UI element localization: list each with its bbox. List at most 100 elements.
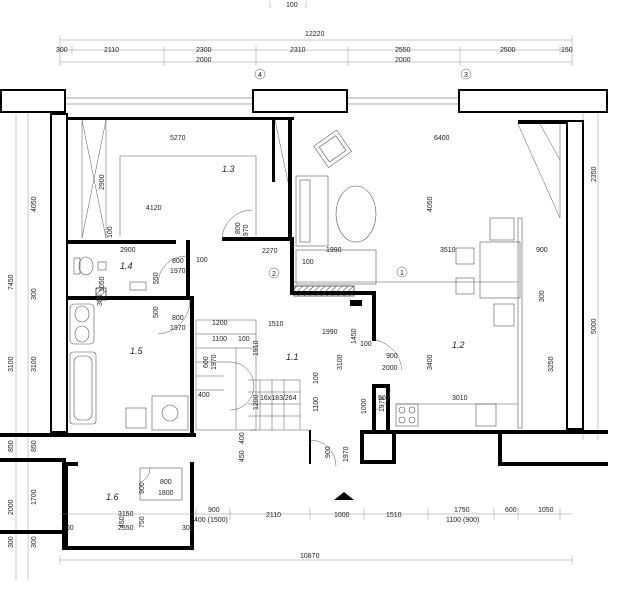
room-1-2-dim-3400: 3400	[427, 354, 434, 370]
dim-left-2000: 2000	[8, 499, 15, 515]
dim-right-3250: 3250	[548, 356, 555, 372]
room-1-2-dim-3510: 3510	[440, 247, 456, 254]
room-1-6-dim-2550: 2550	[118, 525, 134, 532]
room-1-2: 1 1.2 6400 4050 1990 3510 900 300 3400 3…	[294, 123, 561, 429]
dim-top-overall: 12220	[305, 31, 325, 38]
dim-2270: 2270	[262, 248, 278, 255]
dim-left-300c: 300	[31, 536, 38, 548]
dim-bottom-1050: 1050	[538, 507, 554, 514]
room-1-2-dim-100: 100	[360, 341, 372, 348]
room-1-5-dim-1100: 1100	[212, 336, 227, 343]
room-1-3: 1.3 5270 2900 4120 100 800 1970	[81, 119, 289, 241]
room-1-2-dim-1970: 1970	[379, 396, 386, 412]
room-1-4-dim-1050: 1050	[99, 276, 106, 292]
armchair-icon	[313, 129, 352, 168]
room-1-6-dim-900: 900	[139, 482, 146, 494]
room-1-6-dim-300: 300	[62, 525, 74, 532]
room-1-1-dim-3100: 3100	[337, 354, 344, 370]
dim-top-2500: 2500	[500, 47, 516, 54]
dim-left-3100a: 3100	[8, 356, 15, 372]
room-1-1-dim-1100: 1100	[313, 397, 320, 412]
dim-left-300a: 300	[8, 536, 15, 548]
sofa-icon	[295, 175, 329, 247]
dim-right-5000: 5000	[591, 318, 598, 334]
room-1-5-label: 1.5	[130, 346, 144, 356]
dining-table-icon	[479, 241, 521, 299]
room-1-6-label: 1.6	[106, 492, 119, 502]
room-1-5-dim-1970b: 1970	[211, 354, 218, 370]
room-1-1-dim-1510: 1510	[268, 321, 284, 328]
dim-bottom-600: 600	[505, 507, 517, 514]
axis-2-label: 2	[272, 271, 276, 278]
entrance-dim-900: 900	[325, 446, 332, 458]
top-dimensions: 100 12220 300 2110 2300 2310 2550 2500 1…	[56, 1, 573, 80]
room-1-5: 1.5 800 1970 500	[69, 299, 191, 431]
dim-top-300: 300	[56, 47, 68, 54]
dim-left-300b: 300	[31, 288, 38, 300]
dim-left-7450: 7450	[8, 274, 15, 290]
room-1-6-dim-1800: 1800	[158, 490, 174, 497]
axis-marker-3	[460, 68, 472, 80]
room-1-4: 1.4 2900 1050 550 800 1970 100	[73, 247, 208, 292]
room-1-4-dim-800: 800	[172, 258, 184, 265]
room-1-2-dim-1990: 1990	[326, 247, 342, 254]
room-1-1-dim-400b: 400	[239, 432, 246, 444]
room-1-3-label: 1.3	[222, 164, 235, 174]
room-1-2-dim-500: 500	[378, 395, 390, 402]
bathtub-icon	[69, 351, 97, 425]
coffee-table-icon	[335, 185, 377, 243]
left-dimensions: 7450 3100 850 2000 300 750 4050 300 3100…	[8, 90, 38, 580]
room-1-2-dim-300: 300	[539, 290, 546, 302]
shower-icon	[151, 395, 189, 431]
kitchen-sink-icon	[475, 403, 497, 427]
stair-label: 16x183/264	[260, 395, 297, 402]
room-1-1-dim-400a: 400	[198, 392, 210, 399]
dim-300-right: 300	[182, 525, 194, 532]
room-1-3-dim-800: 800	[235, 222, 242, 234]
room-1-2-dim-4050: 4050	[427, 196, 434, 212]
room-1-1-dim-1200: 1200	[253, 394, 260, 410]
room-1-4-dim-100: 100	[196, 257, 208, 264]
dim-left-4050: 4050	[31, 196, 38, 212]
dim-bottom-1100-900: 1100 (900)	[446, 517, 479, 524]
dim-bottom-2110: 2110	[266, 512, 281, 519]
room-1-1-label: 1.1	[286, 352, 299, 362]
room-1-5-dim-1200: 1200	[212, 320, 228, 327]
room-1-2-dim-6400: 6400	[434, 135, 450, 142]
room-1-6-dim-3150: 3150	[118, 511, 134, 518]
room-1-2-dim-3010: 3010	[452, 395, 468, 402]
stove-icon	[395, 403, 419, 427]
interior-walls	[66, 117, 566, 434]
room-1-1-dim-1990: 1990	[322, 329, 338, 336]
room-1-4-dim-2900: 2900	[120, 247, 136, 254]
room-1-4-dim-550: 550	[153, 272, 160, 284]
room-1-2-dim-1000: 1000	[361, 398, 368, 414]
room-1-2-dim-2000: 2000	[382, 365, 398, 372]
room-1-6: 1.6 800 1800 900 3150 2550 750 300 300	[62, 467, 194, 532]
dim-bottom-1750: 1750	[454, 507, 470, 514]
dim-top-2300: 2300	[196, 47, 212, 54]
room-1-3-dim-100: 100	[107, 226, 114, 238]
dim-top-150: 150	[561, 47, 573, 54]
room-1-6-dim-800: 800	[160, 479, 172, 486]
dim-top-2000b: 2000	[395, 57, 411, 64]
entrance-dim-1970: 1970	[343, 446, 350, 462]
room-1-4-label: 1.4	[120, 261, 133, 271]
dim-top-2110: 2110	[104, 47, 119, 54]
dim-top-2550: 2550	[395, 47, 411, 54]
axis-4-label: 4	[258, 72, 262, 79]
exterior-walls	[0, 89, 608, 550]
dim-bottom-400-1500: 400 (1500)	[194, 517, 228, 524]
dim-hatch-300: 300	[97, 294, 104, 306]
dim-left-3100b: 3100	[31, 356, 38, 372]
room-1-3-dim-5270: 5270	[170, 135, 186, 142]
room-1-1-dim-1450: 1450	[351, 328, 358, 344]
dim-left-850a: 850	[8, 440, 15, 452]
axis-1-label: 1	[400, 270, 404, 277]
room-1-1: 2 1.1 1510 1990 1450 3100 100 1100 1200 …	[195, 248, 358, 462]
dim-100b: 100	[302, 259, 314, 266]
dim-bottom-1000: 1000	[334, 512, 350, 519]
room-1-5-dim-600: 600	[203, 356, 210, 368]
dim-right-2350: 2350	[591, 166, 598, 182]
